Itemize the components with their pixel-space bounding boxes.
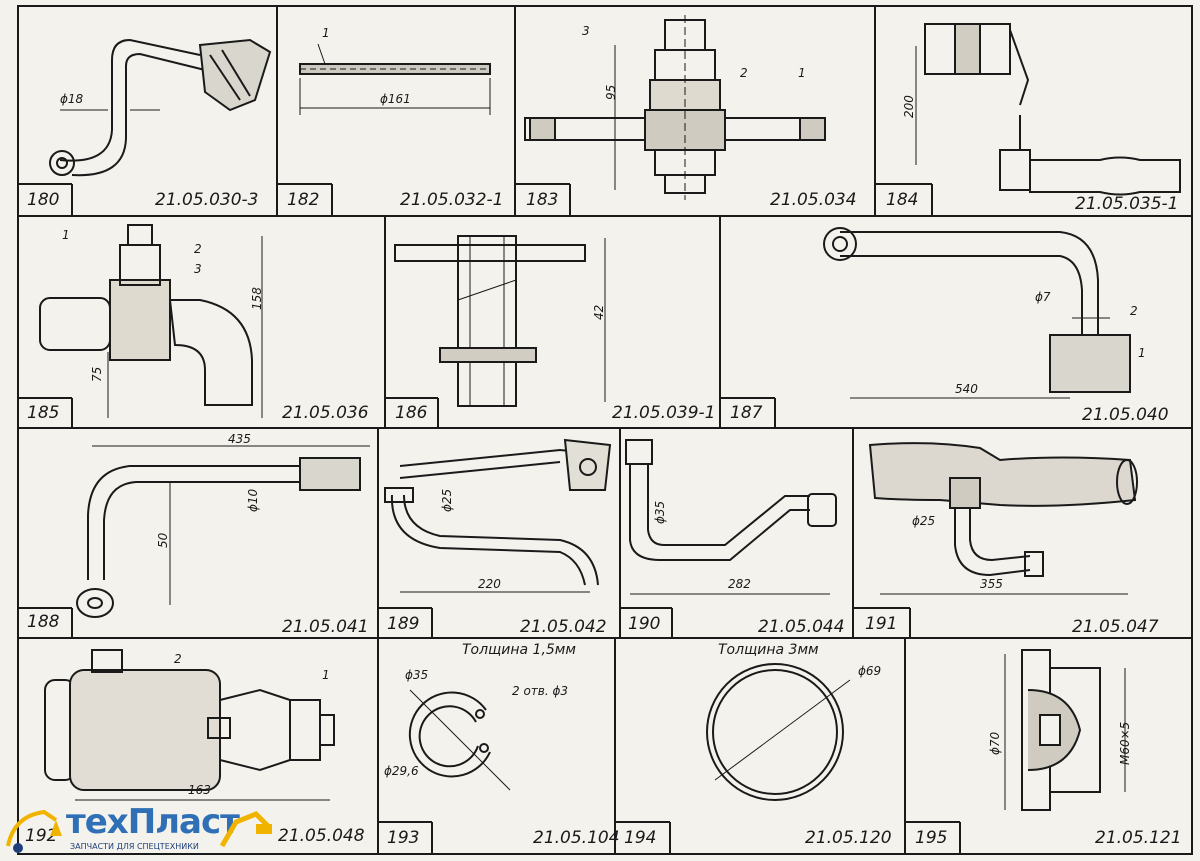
brand-logo: техПласт ЗАПЧАСТИ ДЛЯ СПЕЦТЕХНИКИ [4,798,284,858]
part-code-label: 21.05.034 [770,190,857,210]
dimension-label: 2 отв. ϕ3 [512,684,569,698]
part-184-drawing [915,23,1181,196]
part-number-label: 192 [25,826,58,846]
part-code-label: 21.05.041 [282,617,369,637]
callout-number: 1 [322,668,330,682]
part-number-label: 188 [27,612,60,632]
part-195-drawing [1004,649,1126,811]
part-189-drawing [384,438,612,593]
part-code-label: 21.05.121 [1095,828,1182,848]
part-190-drawing [625,439,837,595]
part-182-drawing [299,43,491,115]
part-code-label: 21.05.048 [278,826,365,846]
callout-number: 2 [1130,304,1138,318]
dimension-label: 163 [188,783,211,797]
dimension-label: 540 [955,382,978,396]
excavator-icon [6,809,62,853]
part-number-label: 189 [387,614,420,634]
part-188-drawing [76,445,370,618]
part-186-drawing [394,235,606,407]
callout-number: 3 [582,24,590,38]
dimension-label: 75 [90,366,104,382]
part-number-label: 186 [395,403,428,423]
dimension-label: 42 [592,304,606,320]
part-code-label: 21.05.036 [282,403,369,423]
dimension-label: ϕ18 [60,92,84,106]
callout-number: 2 [740,66,748,80]
part-number-label: 195 [915,828,948,848]
callout-number: 2 [194,242,202,256]
part-number-label: 191 [865,614,898,634]
part-192-drawing [44,649,335,801]
part-183-drawing [524,15,826,200]
part-193-drawing [408,689,511,791]
part-code-label: 21.05.032-1 [400,190,504,210]
grid-lines [17,5,1193,855]
part-code-label: 21.05.104 [533,828,620,848]
callout-number: 2 [174,652,182,666]
part-185-drawing [39,224,263,418]
dimension-label: ϕ25 [440,488,454,512]
dimension-label: ϕ70 [988,731,1002,755]
part-number-label: 193 [387,828,420,848]
part-number-label: 182 [287,190,320,210]
callout-number: 3 [194,262,202,276]
part-187-drawing [823,227,1131,399]
dimension-label: 220 [478,577,501,591]
dimension-label: 435 [228,432,251,446]
callout-number: 1 [1138,346,1146,360]
brand-tagline: ЗАПЧАСТИ ДЛЯ СПЕЦТЕХНИКИ [70,842,199,851]
callout-number: 1 [798,66,806,80]
dimension-label: 50 [156,532,170,548]
thickness-note: Толщина 1,5мм [462,642,576,658]
part-code-label: 21.05.047 [1072,617,1159,637]
part-code-label: 21.05.040 [1082,405,1169,425]
callout-number: 1 [62,228,70,242]
part-number-label: 185 [27,403,60,423]
dimension-label: ϕ35 [405,668,429,682]
dimension-label: 282 [728,577,751,591]
dimension-label: ϕ7 [1035,290,1051,304]
callout-number: 1 [322,26,330,40]
dimension-label: ϕ29,6 [384,764,419,778]
loader-icon [219,811,272,848]
dimension-label: ϕ69 [858,664,882,678]
dimension-label: ϕ10 [246,488,260,512]
dimension-label: 200 [902,95,916,118]
part-code-label: 21.05.120 [805,828,892,848]
dimension-label: 95 [604,84,618,100]
part-number-label: 190 [628,614,661,634]
part-code-label: 21.05.044 [758,617,845,637]
part-code-label: 21.05.039-1 [612,403,716,423]
dimension-label: ϕ161 [380,92,411,106]
part-code-label: 21.05.035-1 [1075,194,1179,214]
part-code-label: 21.05.042 [520,617,607,637]
dimension-label: ϕ25 [912,514,936,528]
part-number-label: 194 [624,828,657,848]
part-number-label: 183 [526,190,559,210]
part-180-drawing [49,38,272,177]
dimension-label: 355 [980,577,1003,591]
part-number-label: 187 [730,403,763,423]
part-number-label: 180 [27,190,60,210]
brand-name: техПласт [66,802,240,842]
part-194-drawing [706,663,851,801]
dimension-label: M60×5 [1118,721,1132,765]
part-number-label: 184 [886,190,919,210]
dimension-label: ϕ35 [653,500,667,524]
part-code-label: 21.05.030-3 [155,190,259,210]
dimension-label: 158 [250,287,264,310]
part-191-drawing [868,442,1138,595]
thickness-note: Толщина 3мм [718,642,819,658]
